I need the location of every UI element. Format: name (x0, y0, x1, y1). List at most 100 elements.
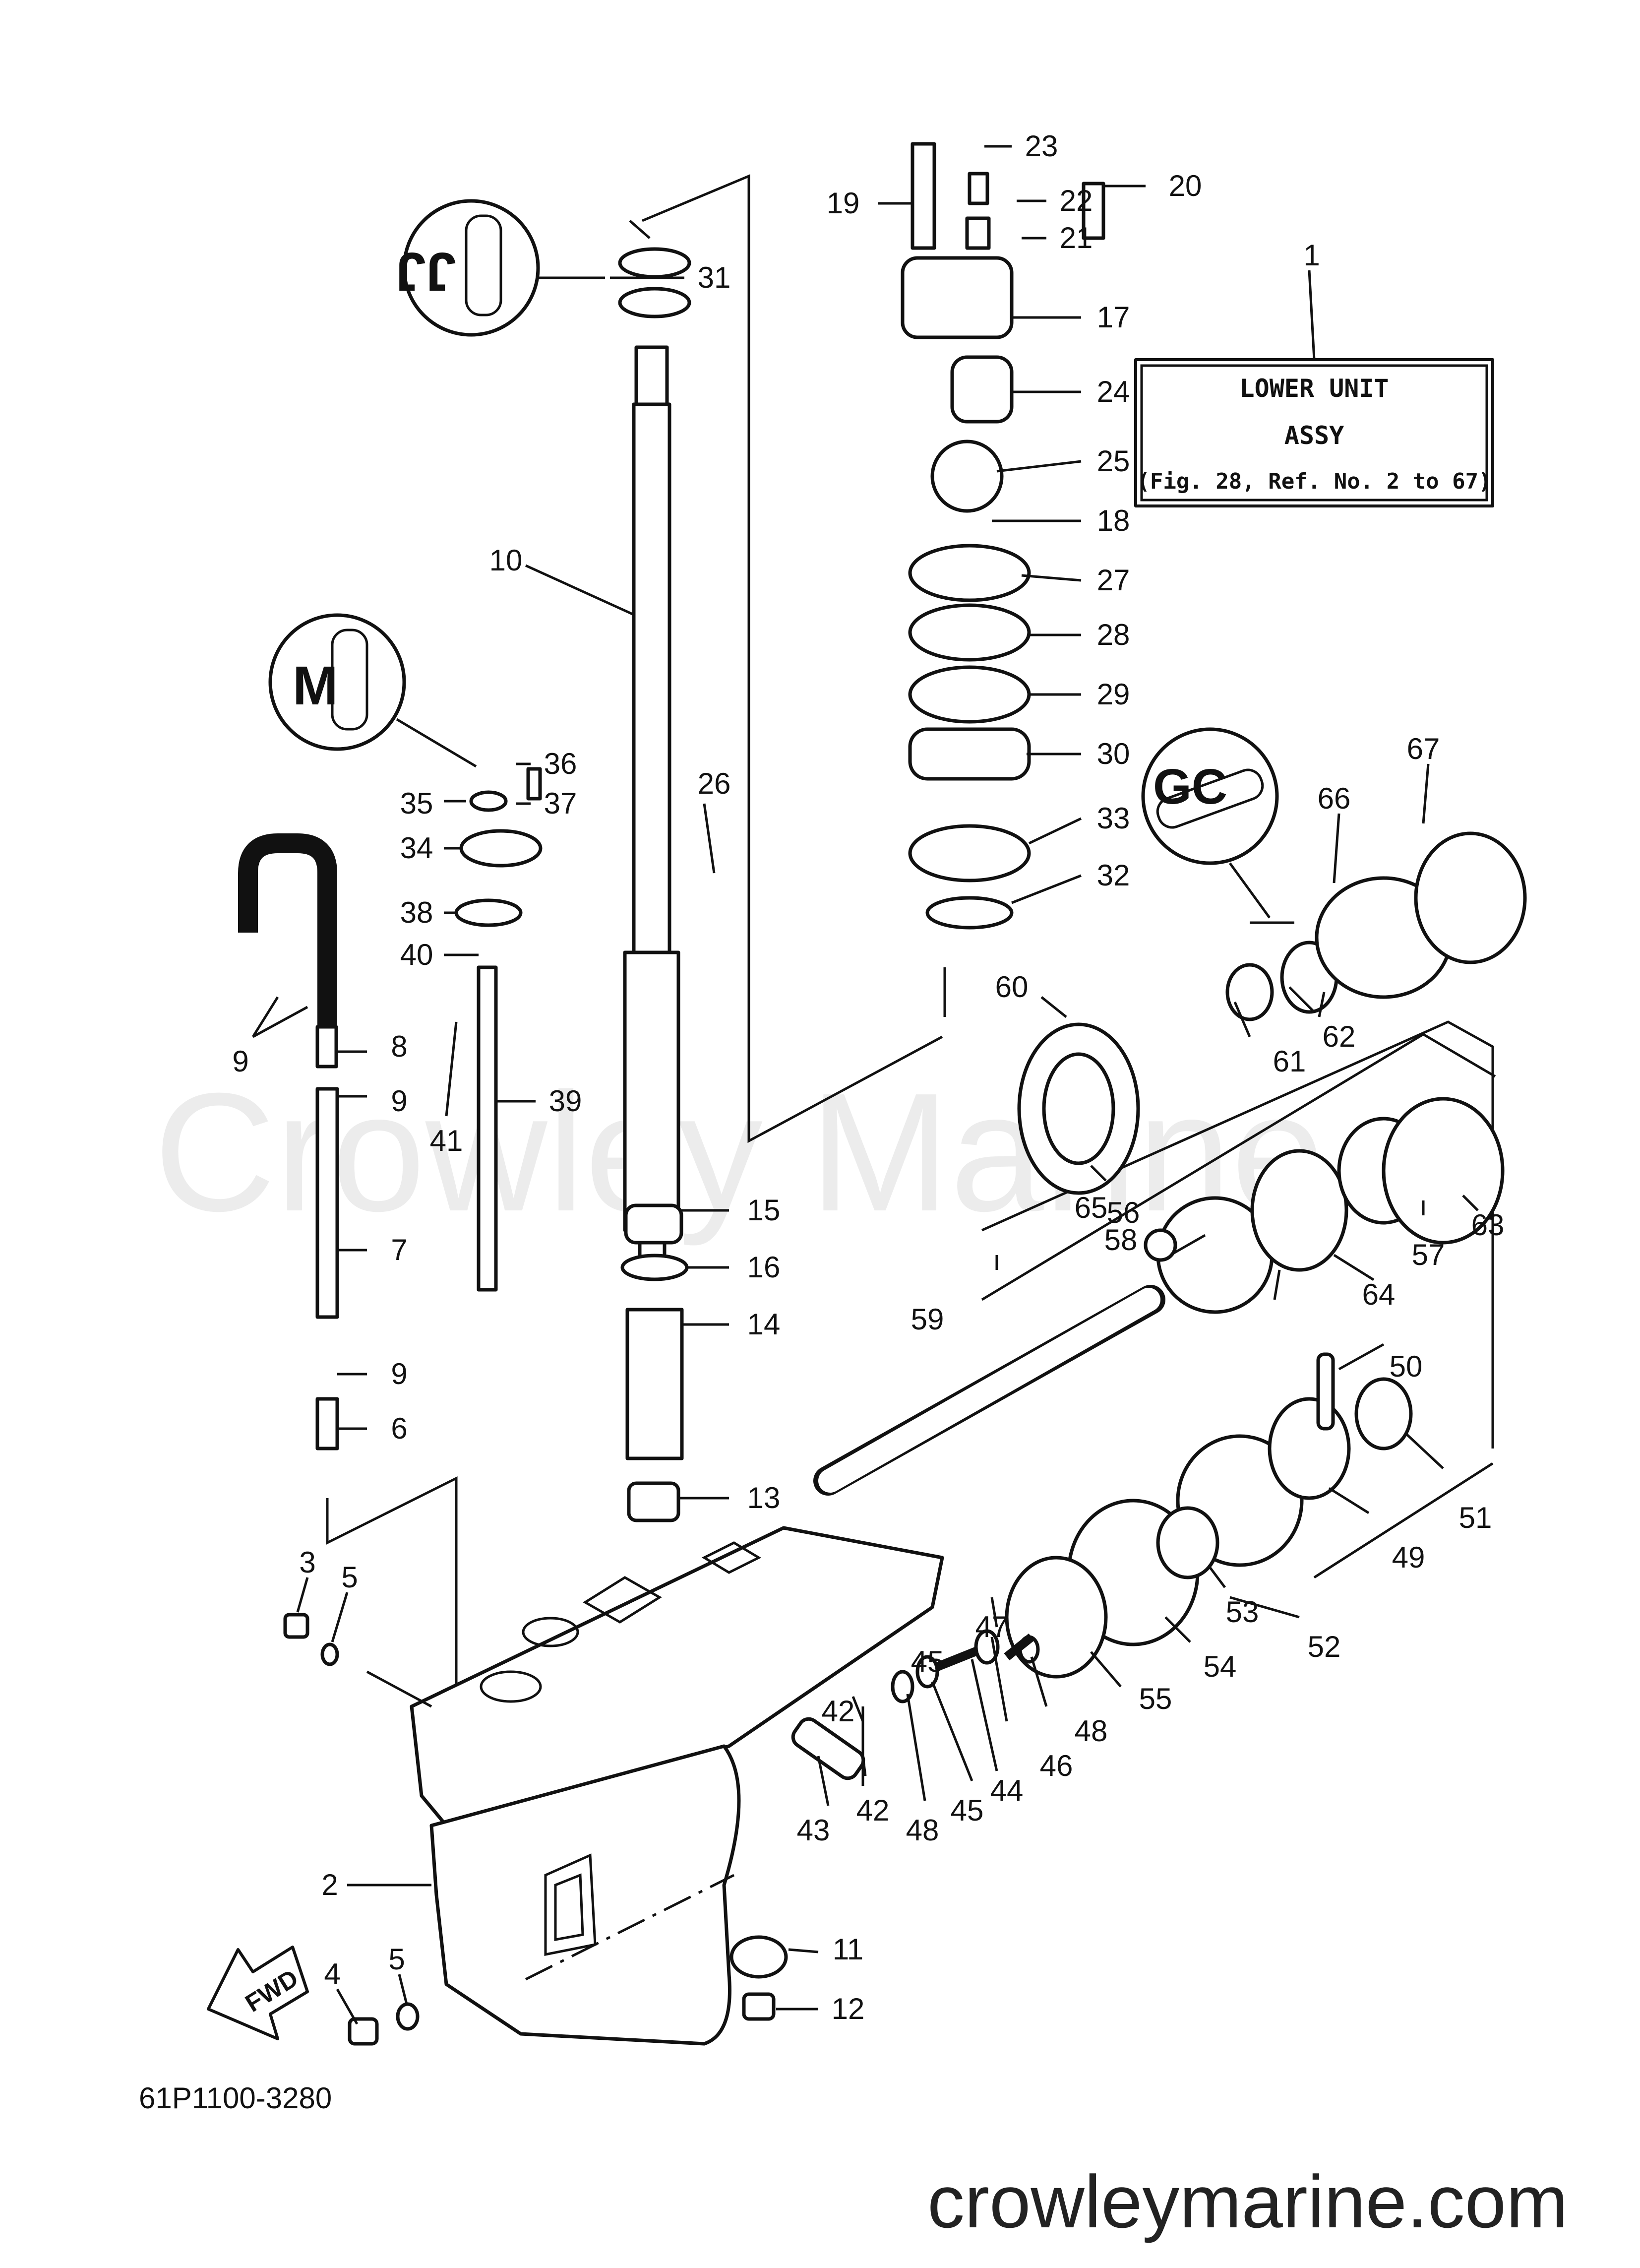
callout-27: 27 (1097, 564, 1130, 597)
callout-62: 62 (1323, 1020, 1356, 1053)
water-pump-gear-11-12 (729, 1935, 788, 2021)
drive-shaft (623, 345, 680, 1267)
callout-66: 66 (1318, 782, 1351, 815)
callout-11: 11 (833, 1933, 863, 1966)
callout-35: 35 (400, 787, 433, 820)
callout-34: 34 (400, 831, 433, 865)
callout-20: 20 (1169, 169, 1202, 202)
shift-rod-assembly (454, 767, 543, 1292)
callout-46: 46 (1040, 1749, 1073, 1782)
callout-56: 56 (1107, 1196, 1140, 1229)
callout-48a: 48 (906, 1814, 939, 1847)
note-box-line2: ASSY (1284, 421, 1344, 450)
callout-33: 33 (1097, 802, 1130, 835)
note-box-line3: (Fig. 28, Ref. No. 2 to 67) (1137, 469, 1491, 494)
grease-symbol-icon: JJ (396, 241, 456, 302)
note-box-line1: LOWER UNIT (1239, 374, 1389, 403)
shaft-lower-parts (620, 1203, 689, 1522)
callout-45a: 45 (911, 1645, 944, 1678)
callout-60: 60 (995, 970, 1029, 1004)
callout-7: 7 (391, 1233, 407, 1266)
gear-housing-60 (1017, 1022, 1140, 1195)
grease-symbol-icon: GC (1153, 759, 1227, 815)
callout-4: 4 (324, 1957, 340, 1991)
callout-19: 19 (827, 187, 860, 220)
callout-26: 26 (698, 767, 731, 800)
callout-63: 63 (1471, 1208, 1505, 1242)
callout-65: 65 (1075, 1191, 1108, 1224)
grease-detail-mid: M (268, 613, 477, 768)
callout-59: 59 (911, 1303, 944, 1336)
callout-53: 53 (1226, 1595, 1259, 1629)
callout-67: 67 (1407, 732, 1440, 765)
callout-9c: 9 (391, 1357, 407, 1390)
sealant-symbol-icon: M (293, 655, 338, 716)
driveshaft-bracket (642, 174, 943, 1143)
callout-52: 52 (1308, 1630, 1341, 1663)
callout-21: 21 (1060, 221, 1093, 254)
callout-58: 58 (1104, 1223, 1138, 1257)
grease-detail-right: GC (1141, 727, 1279, 919)
callout-6: 6 (391, 1412, 407, 1445)
callout-13: 13 (747, 1481, 781, 1514)
callout-47: 47 (975, 1610, 1009, 1643)
propeller-shaft (813, 1285, 1165, 1496)
callout-42b: 42 (856, 1794, 890, 1827)
callout-24: 24 (1097, 375, 1130, 408)
callout-23: 23 (1025, 129, 1058, 163)
gears-and-bearings (1005, 831, 1527, 1679)
callout-49: 49 (1392, 1541, 1425, 1574)
leader-lines (251, 145, 1479, 2025)
callout-9a: 9 (232, 1045, 248, 1078)
gear-group-bracket-upper (981, 1020, 1494, 1449)
diagram-code: 61P1100-3280 (139, 2081, 332, 2115)
callout-54: 54 (1204, 1650, 1237, 1683)
callout-51: 51 (1459, 1501, 1492, 1534)
callout-5b: 5 (388, 1943, 405, 1976)
callout-1: 1 (1303, 239, 1320, 272)
callout-37: 37 (544, 787, 577, 820)
callout-10: 10 (489, 544, 523, 577)
grease-detail-top: JJ (396, 199, 605, 337)
callout-16: 16 (747, 1251, 781, 1284)
callout-44: 44 (990, 1774, 1024, 1807)
lower-case (410, 1526, 944, 2046)
callout-38: 38 (400, 896, 433, 929)
hose-assembly (238, 833, 339, 1450)
callout-40: 40 (400, 938, 433, 971)
website-text: crowleymarine.com (927, 2160, 1568, 2243)
hose-bracket (326, 1476, 458, 1711)
callout-43: 43 (797, 1814, 830, 1847)
callout-39: 39 (549, 1084, 582, 1118)
callout-45b: 45 (951, 1794, 984, 1827)
note-box: LOWER UNIT ASSY (Fig. 28, Ref. No. 2 to … (1134, 270, 1494, 507)
callout-5a: 5 (341, 1561, 358, 1594)
fwd-arrow-icon: FWD (207, 1946, 309, 2040)
callout-18: 18 (1097, 504, 1130, 537)
callout-30: 30 (1097, 737, 1130, 770)
callout-31: 31 (698, 261, 731, 294)
callout-29: 29 (1097, 678, 1130, 711)
callout-9b: 9 (391, 1084, 407, 1118)
callout-12: 12 (832, 1992, 865, 2025)
callout-3: 3 (299, 1546, 315, 1579)
drain-plugs (283, 1613, 420, 2046)
callout-14: 14 (747, 1308, 781, 1341)
callout-28: 28 (1097, 618, 1130, 651)
callout-55: 55 (1139, 1682, 1172, 1715)
shift-plunger-parts (791, 1629, 1040, 1780)
callout-61: 61 (1273, 1045, 1306, 1078)
callout-64: 64 (1362, 1278, 1396, 1311)
callout-25: 25 (1097, 444, 1130, 478)
callout-42a: 42 (822, 1695, 855, 1728)
callout-50: 50 (1390, 1350, 1423, 1383)
callout-32: 32 (1097, 859, 1130, 892)
callout-numbers: 1 2 3 4 5 5 6 7 8 9 9 9 10 11 12 13 14 1… (232, 129, 1504, 2025)
callout-17: 17 (1097, 301, 1130, 334)
callout-41: 41 (430, 1124, 463, 1157)
gear-bracket-tail (1313, 1462, 1494, 1579)
callout-36: 36 (544, 747, 577, 780)
callout-15: 15 (747, 1194, 781, 1227)
